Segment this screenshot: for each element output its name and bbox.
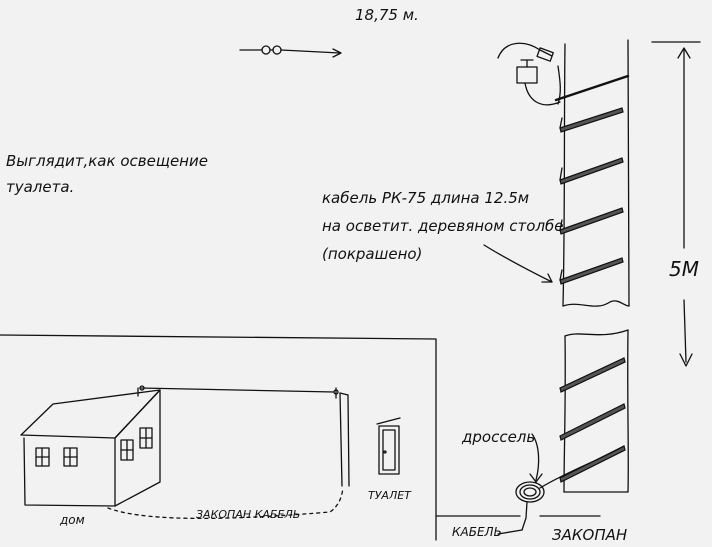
choke-arrow-head	[529, 473, 543, 483]
house-wire	[139, 387, 335, 393]
height-indicator	[651, 41, 701, 367]
small-pole	[335, 387, 350, 487]
wooden-pole-upper	[562, 39, 630, 307]
cable-coil-upper	[554, 74, 630, 285]
toilet	[376, 417, 401, 475]
choke-coil	[515, 481, 545, 531]
buried-cable-label: ЗАКОПАН КАБЕЛЬ	[196, 508, 300, 521]
house-label: дом	[59, 513, 85, 527]
toilet-label: ТУАЛЕТ	[368, 489, 412, 502]
cable-label-line-1: кабель РК-75 длина 12.5м	[322, 189, 529, 207]
choke-arrow	[531, 433, 540, 481]
cable-label-line-3: (покрашено)	[322, 245, 422, 263]
choke-label: дроссель	[461, 428, 535, 446]
house-wire-insulator	[139, 385, 145, 391]
looks-like-note: Выглядит,как освещение	[6, 152, 208, 170]
cable-label-line-2: на осветит. деревяном столбе	[322, 217, 564, 235]
buried-cable-dashed	[107, 487, 344, 520]
cable-coil-lower	[539, 357, 626, 489]
cable-arrow-head	[541, 273, 553, 283]
yard-fence	[0, 334, 437, 541]
looks-like-note-2: туалета.	[6, 178, 74, 196]
wire-length-label: 18,75 м.	[355, 6, 419, 24]
height-label: 5M	[669, 257, 699, 281]
buried-bottom-label: ЗАКОПАН	[552, 526, 627, 544]
cable-arrow	[483, 244, 553, 283]
house	[20, 387, 161, 507]
buried-cable-line	[497, 529, 523, 535]
feedpoint-insulator	[497, 42, 561, 106]
top-wire	[239, 45, 342, 58]
cable-bottom-label: КАБЕЛЬ	[452, 525, 502, 539]
